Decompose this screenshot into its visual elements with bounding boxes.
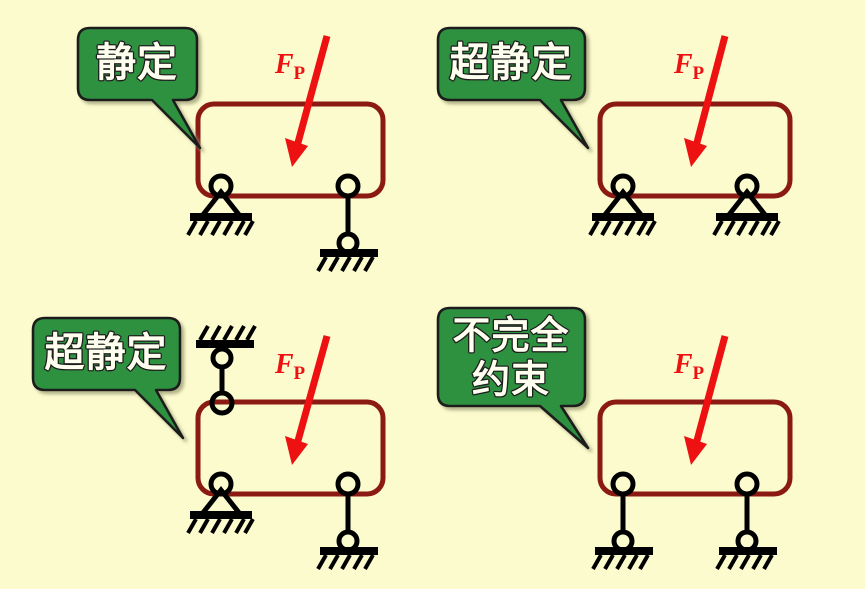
force-label: FP bbox=[673, 349, 705, 384]
callout-bubble-bottom-left bbox=[31, 316, 185, 440]
force-label: FP bbox=[274, 49, 306, 84]
force-arrow bbox=[684, 35, 729, 167]
force-arrow bbox=[285, 335, 331, 465]
callout-label-bottom-right-line2: 约束 bbox=[472, 358, 550, 402]
panel-bottom-right: FP bbox=[425, 290, 865, 589]
callout-bubble-top-left bbox=[76, 26, 202, 150]
callout-label-bottom-right-line1: 不完全 bbox=[452, 314, 569, 358]
support-pin-left bbox=[588, 173, 657, 236]
panel-top-right: FP bbox=[425, 0, 865, 295]
support-link-right bbox=[316, 471, 378, 570]
support-link-right bbox=[715, 471, 777, 570]
structure-frame bbox=[597, 101, 793, 199]
structure-frame bbox=[195, 399, 386, 497]
support-pin-left bbox=[186, 173, 255, 236]
callout-label-bottom-left: 超静定 bbox=[45, 330, 168, 376]
panel-top-left: FP bbox=[0, 0, 430, 295]
callout-label-top-left: 静定 bbox=[96, 40, 178, 86]
structure-frame bbox=[195, 101, 386, 199]
panel-bottom-left: FP bbox=[0, 290, 430, 589]
callout-bubble-bottom-right bbox=[436, 306, 590, 450]
force-arrow bbox=[285, 35, 331, 167]
support-pin-right bbox=[712, 173, 781, 236]
structure-frame bbox=[597, 399, 793, 497]
force-arrow bbox=[684, 335, 729, 465]
support-pin-left bbox=[186, 471, 255, 534]
callout-label-top-right: 超静定 bbox=[450, 40, 573, 86]
support-link-left bbox=[591, 471, 653, 570]
callout-bubble-top-right bbox=[436, 26, 590, 150]
support-link-right bbox=[316, 173, 378, 272]
force-label: FP bbox=[274, 349, 306, 384]
force-label: FP bbox=[673, 49, 705, 84]
support-link-top bbox=[196, 325, 257, 416]
